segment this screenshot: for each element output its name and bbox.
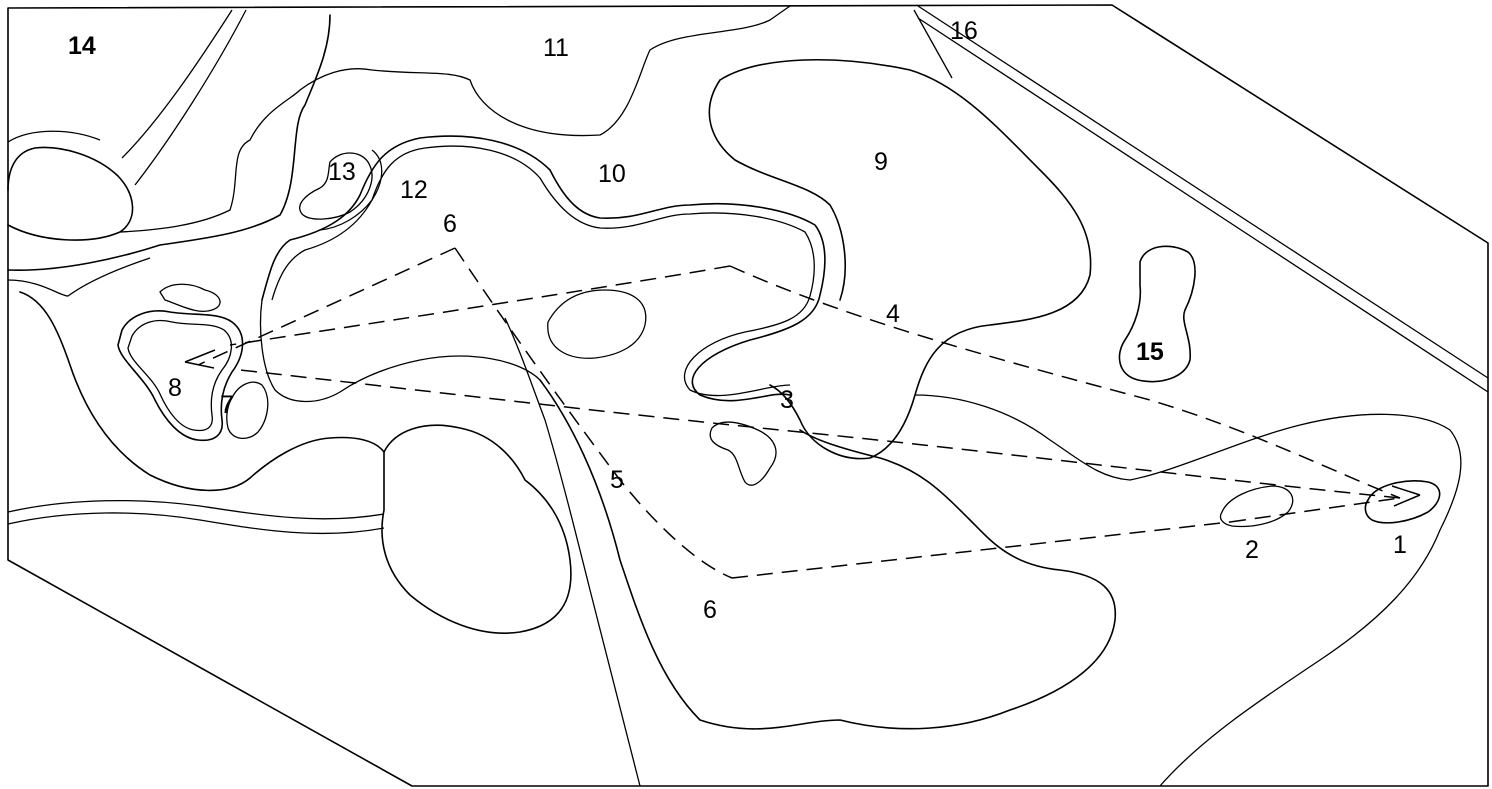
route-1-to-8 (239, 369, 1401, 499)
upper-left-path-b (134, 9, 247, 186)
bunker-2 (1219, 485, 1294, 528)
arrowhead-at-8 (184, 349, 216, 369)
road-edge-outer (917, 5, 1489, 379)
arrowhead-at-1 (1391, 485, 1421, 507)
pond-upper-left-edge (7, 130, 101, 143)
course-boundary (7, 4, 1489, 787)
label-15: 15 (1136, 338, 1164, 366)
label-3: 3 (780, 386, 794, 414)
green-8-outer (117, 310, 244, 442)
route-2-to-1 (1229, 497, 1401, 523)
green-8-inner (127, 319, 232, 432)
bunker-15 (1118, 245, 1196, 383)
pond-lower-center (381, 424, 572, 634)
bunker-below-3 (709, 421, 777, 486)
upper-left-path-a (121, 9, 233, 159)
approach-8-boundary (19, 291, 385, 492)
label-12: 12 (400, 176, 428, 204)
area-9-boundary (708, 59, 1092, 460)
fairway-1-boundary (539, 379, 1117, 730)
label-1: 1 (1393, 531, 1407, 559)
label-9: 9 (874, 148, 888, 176)
bunker-near-8-top (159, 283, 221, 312)
fairway-upper-right (914, 394, 1462, 787)
route-6-to-6 (454, 247, 733, 579)
approach-8-upper (259, 299, 541, 403)
label-10: 10 (598, 160, 626, 188)
route-4-to-8 (229, 265, 731, 346)
lower-road-top (7, 499, 385, 520)
label-16: 16 (950, 17, 978, 45)
pond-upper-left (7, 146, 134, 241)
label-8: 8 (168, 374, 182, 402)
bunker-13-edge (319, 149, 383, 231)
route-4-to-1 (729, 265, 1401, 499)
road-spur (913, 9, 953, 79)
label-7: 7 (220, 391, 234, 419)
lower-road-bottom (7, 512, 385, 535)
route-6-to-8 (197, 247, 456, 366)
fairway-5-left (504, 317, 641, 787)
label-5: 5 (610, 466, 624, 494)
label-6-bottom: 6 (703, 596, 717, 624)
label-14: 14 (68, 32, 96, 60)
fairway-10-12 (261, 135, 826, 402)
label-6-top: 6 (443, 210, 457, 238)
route-6-to-2 (731, 521, 1231, 579)
label-11: 11 (543, 34, 569, 62)
bunker-13 (299, 152, 373, 220)
bunker-center (547, 289, 647, 359)
area-11-boundary (7, 14, 331, 271)
treeline-11-12 (119, 5, 791, 233)
label-2: 2 (1245, 536, 1259, 564)
label-4: 4 (886, 300, 900, 328)
label-13: 13 (328, 158, 356, 186)
road-edge-inner (917, 17, 1489, 393)
green-1 (1364, 480, 1441, 524)
area-7-shape (226, 381, 269, 439)
area-11-inner (7, 257, 151, 297)
